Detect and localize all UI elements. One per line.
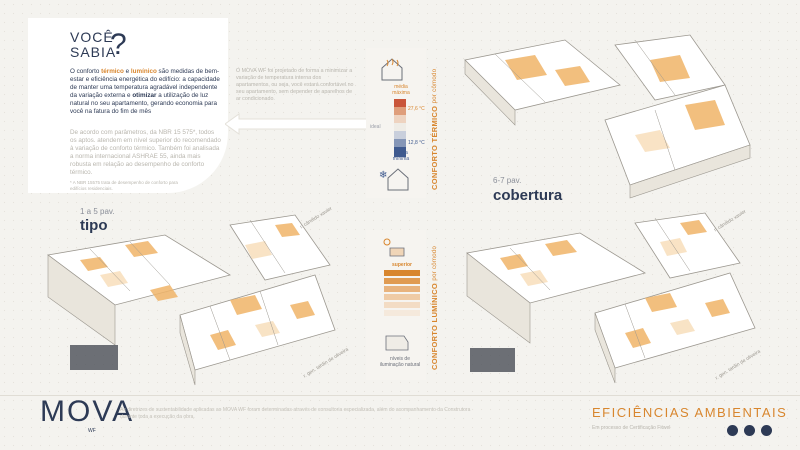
- lum-level-1: [384, 270, 420, 276]
- intro-luminico: lumínico: [130, 68, 157, 75]
- cert-badge-3-icon: [761, 425, 772, 436]
- question-mark: ?: [110, 28, 127, 61]
- mova-logo: MOVA: [40, 395, 135, 428]
- lum-level-2: [384, 278, 420, 284]
- ideal-label: ideal: [370, 124, 381, 130]
- tipo-floor-range: 1 a 5 pav.: [80, 207, 115, 216]
- superior-label: superior: [391, 262, 412, 268]
- thermal-sub-text: por cômodo: [432, 68, 438, 104]
- intro-termico: térmico: [101, 68, 124, 75]
- luminous-vertical-title: CONFORTO LUMÍNICO por cômodo: [430, 240, 439, 370]
- hot-house-icon: [381, 58, 403, 81]
- cobertura-floor-name: cobertura: [493, 187, 563, 204]
- title-voce: VOCÊ: [70, 29, 114, 45]
- info-panel: [28, 18, 228, 193]
- min-temp-value: 12,8 °C: [408, 140, 425, 146]
- tipo-floor-name: tipo: [80, 217, 108, 234]
- intro-paragraph: O conforto térmico e lumínico são medida…: [70, 68, 220, 116]
- lum-level-6: [384, 310, 420, 316]
- dark-room-icon: [385, 335, 409, 351]
- middle-note: O MOVA WF foi projetado de forma a minim…: [236, 68, 354, 102]
- title-voce-sabia: VOCÊ SABIA: [70, 30, 116, 60]
- cert-badge-1-icon: [727, 425, 738, 436]
- intro-text-a: O conforto: [70, 68, 102, 75]
- cobertura-lower-plan: [466, 212, 756, 384]
- nbr-paragraph: De acordo com parâmetros, da NBR 15 575*…: [70, 129, 221, 176]
- max-temp-value: 27,6 °C: [408, 106, 425, 112]
- cobertura-floor-range: 6-7 pav.: [493, 176, 522, 185]
- lum-level-4: [384, 294, 420, 300]
- thermal-title-text: CONFORTO TÉRMICO: [430, 105, 439, 190]
- lum-level-5: [384, 302, 420, 308]
- footer-divider: [0, 395, 800, 396]
- arrow-left-graphic: [225, 113, 370, 135]
- cold-house-icon: ❄: [379, 168, 409, 191]
- luminous-title-text: CONFORTO LUMÍNICO: [430, 282, 439, 370]
- footer-note: As diretrizes de sustentabilidade aplica…: [120, 407, 471, 420]
- svg-text:❄: ❄: [379, 170, 387, 181]
- lum-level-3: [384, 286, 420, 292]
- intro-otimizar: otimizar: [132, 92, 157, 99]
- eficiencias-title: EFICIÊNCIAS AMBIENTAIS: [592, 405, 788, 420]
- sun-room-icon: [383, 238, 405, 257]
- cert-badge-2-icon: [744, 425, 755, 436]
- thermo-scale: [394, 99, 406, 157]
- max-temp-label: média máxima: [392, 84, 410, 96]
- certification-label: Em processo de Certificação Fitwel: [592, 425, 671, 431]
- thermal-vertical-title: CONFORTO TÉRMICO por cômodo: [430, 60, 439, 190]
- intro-text-c: são medidas de bem-estar e eficiência en…: [70, 68, 220, 99]
- mova-logo-sub: WF: [88, 428, 96, 434]
- intro-text-d: a utilização de luz natural no seu apart…: [70, 92, 218, 115]
- tipo-floor-plan: [47, 214, 336, 386]
- nbr-footnote: * A NBR 15575 trata de desempenho de con…: [70, 180, 178, 191]
- intro-text-b: e: [123, 68, 131, 75]
- lum-scale-label: níveis de iluminação natural: [379, 356, 421, 368]
- min-temp-label: média mínima: [392, 150, 410, 162]
- title-sabia: SABIA: [70, 44, 117, 60]
- luminous-sub-text: por cômodo: [432, 245, 438, 281]
- cobertura-upper-plan: [464, 34, 751, 199]
